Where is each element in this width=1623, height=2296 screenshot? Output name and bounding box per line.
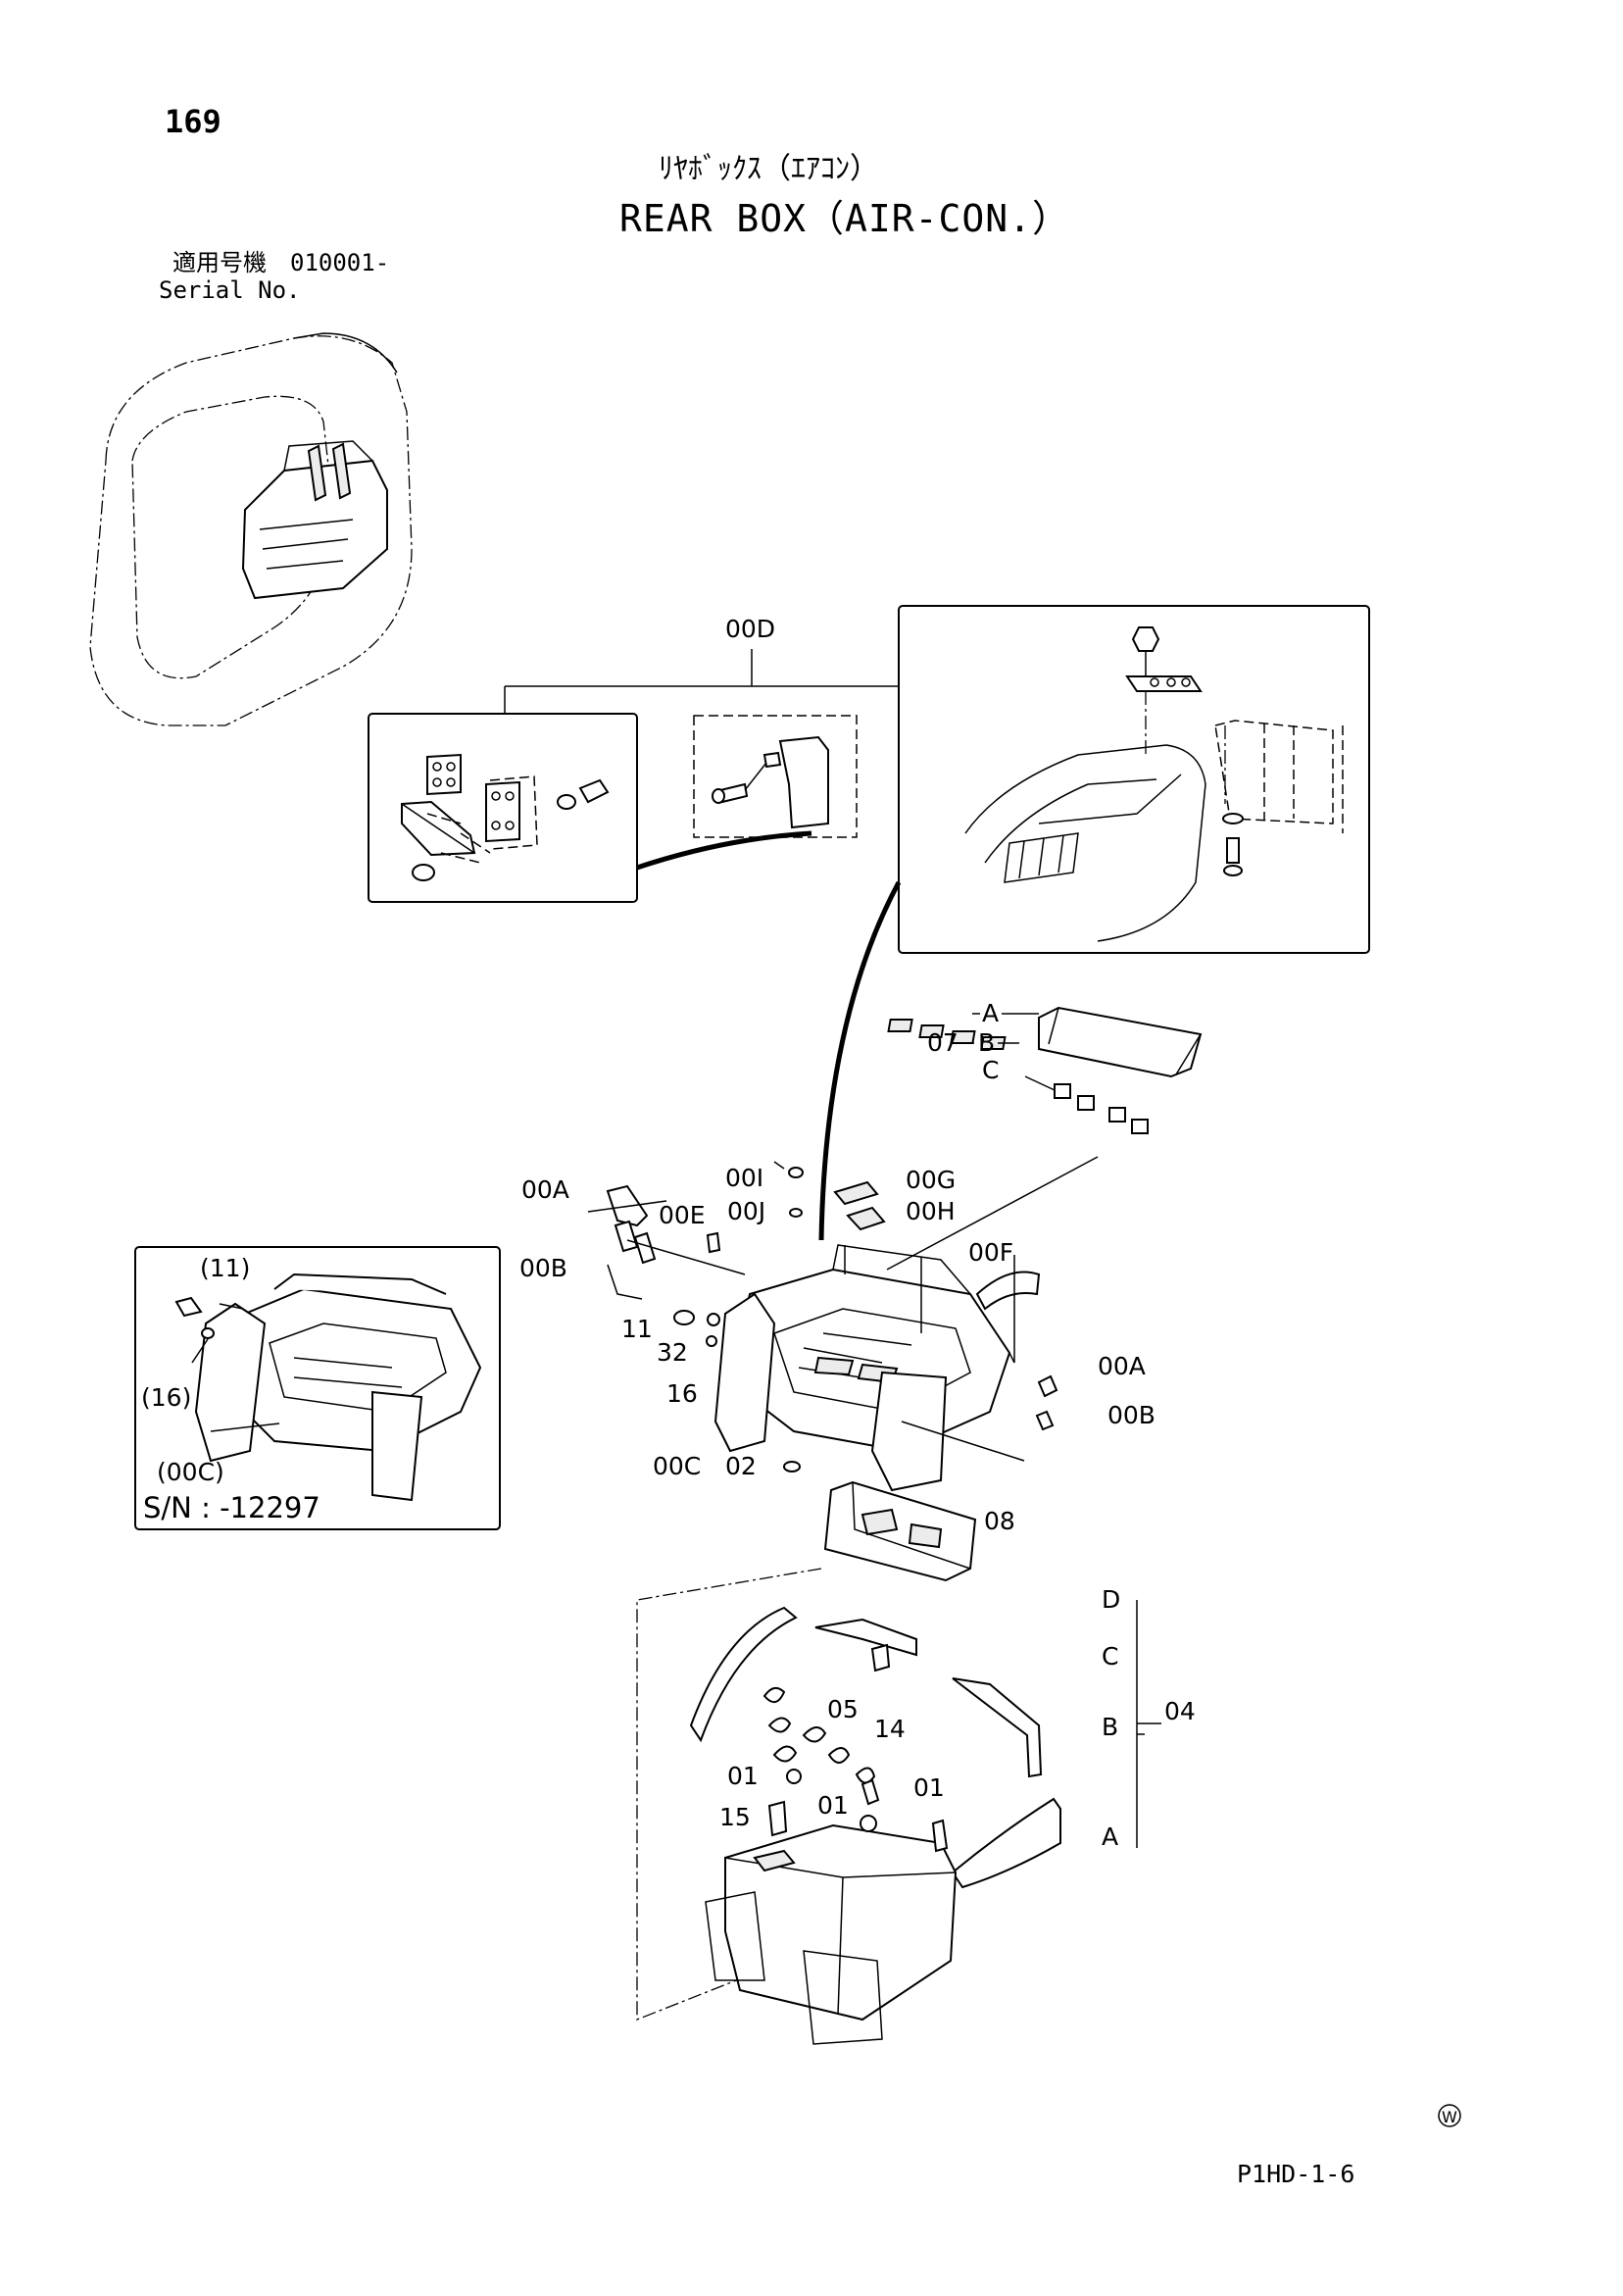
callout-07: 07 — [927, 1028, 959, 1057]
callout-00B: 00B — [519, 1254, 567, 1282]
callout-04-A: A — [1102, 1822, 1118, 1851]
callout-labels: 00D A 07 B C 00A 00I 00G 00E 00J 00H 00B… — [141, 615, 1196, 1851]
callout-16: 16 — [666, 1379, 698, 1408]
inset-callout-00C: (00C) — [157, 1458, 224, 1486]
callout-07-C: C — [982, 1056, 999, 1084]
rear-box-main — [587, 1161, 1058, 1492]
cab-overview-drawing — [89, 332, 413, 726]
callout-04-D: D — [1102, 1585, 1120, 1614]
callout-15: 15 — [719, 1803, 751, 1831]
svg-text:W: W — [1442, 2108, 1457, 2126]
circled-w-mark-icon: W — [1438, 2104, 1461, 2127]
callout-00G: 00G — [906, 1166, 956, 1194]
callout-00C: 00C — [653, 1452, 701, 1480]
callout-00A: 00A — [521, 1175, 569, 1204]
callout-01-middle: 01 — [817, 1791, 849, 1820]
callout-11: 11 — [621, 1315, 653, 1343]
callout-04-C: C — [1102, 1642, 1118, 1671]
callout-01-right: 01 — [913, 1773, 945, 1802]
callout-00F: 00F — [968, 1238, 1013, 1267]
inset-callout-16: (16) — [141, 1383, 191, 1412]
callout-00D: 00D — [725, 615, 775, 643]
lower-frame-group — [636, 1568, 1161, 2045]
serial-number-label: Serial No. — [159, 276, 301, 304]
title-japanese: ﾘﾔﾎﾞｯｸｽ（ｴｱｺﾝ） — [659, 152, 879, 186]
callout-32: 32 — [657, 1338, 688, 1367]
callout-00I: 00I — [725, 1164, 763, 1192]
page-number: 169 — [165, 103, 221, 140]
serial-applicable-japanese: 適用号機 010001- — [172, 249, 390, 276]
switch-panel-07 — [886, 1006, 1203, 1271]
callout-08: 08 — [984, 1507, 1015, 1535]
inset-box-early-serial — [134, 1246, 501, 1530]
leader-curve-left — [636, 830, 812, 871]
rear-panel-detail-box — [898, 605, 1370, 954]
callout-00E: 00E — [659, 1201, 706, 1229]
leader-curve-right — [818, 880, 902, 1241]
callout-04: 04 — [1164, 1697, 1196, 1725]
callout-05: 05 — [827, 1695, 859, 1723]
callout-07-A: A — [982, 999, 999, 1027]
callout-04-B: B — [1102, 1713, 1118, 1741]
callout-00D-group — [504, 649, 899, 838]
inset-serial-note: S/N : -12297 — [143, 1491, 320, 1524]
bracket-detail-box — [368, 713, 638, 903]
part-08-bracket — [823, 1480, 977, 1582]
callout-01-left: 01 — [727, 1762, 759, 1790]
callout-02: 02 — [725, 1452, 757, 1480]
footer-code: P1HD-1-6 — [1237, 2160, 1355, 2188]
callout-07-B: B — [978, 1028, 995, 1057]
callout-14: 14 — [874, 1715, 906, 1743]
title-english: REAR BOX（AIR-CON.） — [619, 197, 1071, 240]
callout-00J: 00J — [727, 1197, 765, 1225]
inset-callout-11: (11) — [200, 1254, 250, 1282]
callout-00A-right: 00A — [1098, 1352, 1146, 1380]
callout-00H: 00H — [906, 1197, 956, 1225]
callout-00B-right: 00B — [1107, 1401, 1156, 1429]
